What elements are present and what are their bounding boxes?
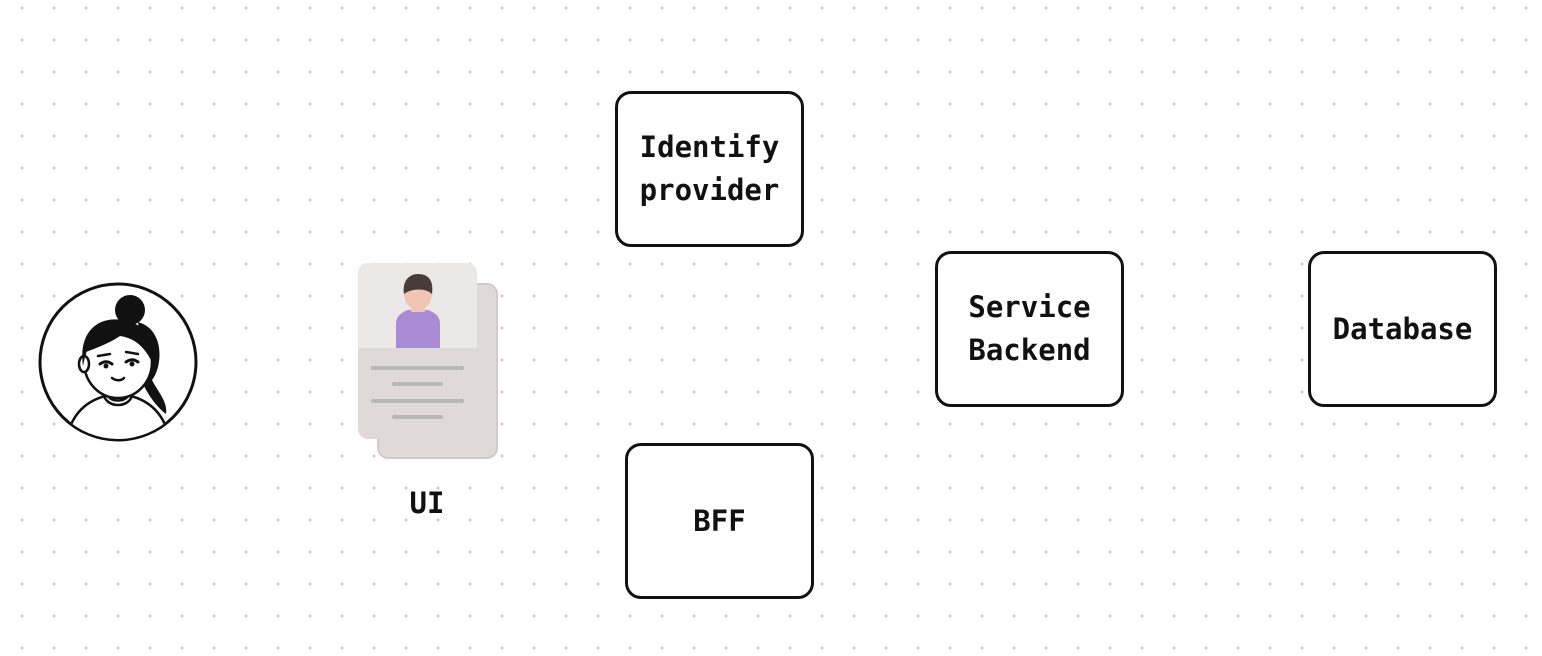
service-backend-node[interactable]: Service Backend [935, 251, 1124, 407]
bff-label: BFF [693, 503, 746, 538]
identity-provider-label: Identify provider [639, 130, 780, 207]
profile-card-icon[interactable] [352, 260, 504, 464]
identity-provider-node[interactable]: Identify provider [615, 91, 804, 247]
user-avatar-icon[interactable] [38, 282, 198, 442]
service-backend-label: Service Backend [968, 290, 1091, 367]
bff-node[interactable]: BFF [625, 443, 814, 599]
ui-label: UI [409, 486, 445, 520]
database-node[interactable]: Database [1308, 251, 1497, 407]
database-label: Database [1332, 311, 1473, 346]
